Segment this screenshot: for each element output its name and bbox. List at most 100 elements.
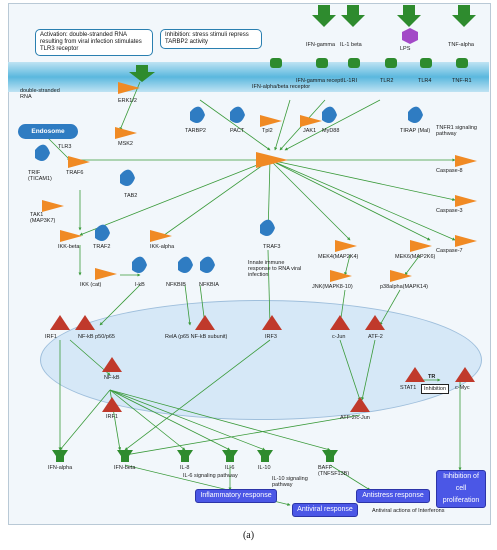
label-tlr3: TLR3 — [58, 144, 72, 150]
receptor-label-il1ri: IL-1RI — [342, 78, 357, 84]
edge-irf3-ifnb — [124, 339, 271, 451]
label-myd88: MyD88 — [322, 128, 340, 134]
label-ikkcat: IKK (cat) — [80, 282, 102, 288]
output-proliferation: Inhibition of cell proliferation — [436, 470, 486, 508]
label-mek4: MEK4(MAP2K4) — [318, 254, 359, 260]
output-inflammatory: Inflammatory response — [195, 489, 277, 503]
edge-hub-casp3 — [269, 159, 456, 202]
edge-nfkb-il6 — [109, 389, 231, 451]
ligand-ifng-arrow — [312, 5, 336, 27]
protein-glyphs — [35, 82, 477, 282]
edge-baff-antistress — [329, 464, 371, 491]
callout-activation: Activation: double-stranded RNA resultin… — [35, 29, 153, 56]
label-rela: RelA (p65 NF-kB subunit) — [165, 334, 228, 340]
label-cmyc: c-Myc — [455, 385, 470, 391]
glyph-casp3 — [455, 195, 477, 207]
endosome-label: Endosome — [18, 124, 78, 139]
ligand-tnfa-arrow — [452, 5, 476, 27]
label-tnfr1path: TNFR1 signaling pathway — [436, 125, 477, 137]
label-nfkbia: NFKBIA — [199, 282, 219, 288]
ligand-il1b-arrow — [341, 5, 365, 27]
edge-nfkb-ifna — [59, 389, 111, 451]
lps-glyph — [402, 28, 418, 44]
label-il8: IL-8 — [180, 465, 190, 471]
edges — [39, 81, 462, 506]
label-nfkbib: NFKBIB — [166, 282, 186, 288]
glyph-nfkbp50 — [75, 315, 95, 330]
ligand-label-tnfa: TNF-alpha — [448, 42, 474, 48]
label-trif: TRIF (TICAM1) — [28, 170, 52, 182]
figure-label: (a) — [242, 530, 255, 541]
ligand-label-il1b: IL-1 beta — [340, 42, 362, 48]
glyph-tpl2 — [260, 115, 282, 127]
receptor-label-ifnab: IFN-alpha/beta receptor — [252, 84, 311, 90]
glyph-nfkb — [102, 357, 122, 372]
label-atf2cjun: ATF-2/c-Jun — [340, 415, 370, 421]
glyph-traf6 — [68, 156, 90, 168]
label-antiviral-ifn: Antiviral actions of Interferons — [372, 508, 445, 514]
label-tak1: TAK1 (MAP3K7) — [30, 212, 56, 224]
label-traf6: TRAF6 — [66, 170, 84, 176]
label-tarbp2: TARBP2 — [185, 128, 206, 134]
label-ikb: I-kB — [135, 282, 145, 288]
receptor-tlr4 — [420, 58, 432, 68]
glyph-traf3 — [260, 219, 275, 237]
label-casp7: Caspase-7 — [436, 248, 463, 254]
edge-erk-msk2 — [119, 81, 141, 131]
label-tpl2: Tpl2 — [262, 128, 273, 134]
callout-inhibition: Inhibition: stress stimuli repress TARBP… — [160, 29, 262, 49]
glyph-myd88 — [322, 106, 337, 124]
glyph-baff — [322, 450, 338, 462]
ligand-label-lps: LPS — [400, 46, 411, 52]
edge-nfkb-baff — [109, 389, 331, 451]
glyph-ikkbeta — [60, 230, 82, 242]
edge-mek4-jnk — [344, 254, 351, 276]
label-casp3: Caspase-3 — [436, 208, 463, 214]
label-nfkbp50: NF-kB p50/p65 — [78, 334, 115, 340]
glyph-hub-kinase — [256, 152, 288, 168]
edge-ikb-nfkb — [99, 284, 141, 326]
label-ifnb: IFN-beta — [114, 465, 136, 471]
glyph-p38 — [390, 270, 412, 282]
glyph-msk2 — [115, 127, 137, 139]
glyph-il6 — [222, 450, 238, 462]
tf-glyphs — [50, 315, 475, 412]
edge-hub-ikkalpha — [159, 159, 271, 239]
ligand-lps-arrow — [397, 5, 421, 27]
label-msk2: MSK2 — [118, 141, 133, 147]
edge-atf2-atf2cjun — [361, 339, 376, 401]
edge-traf3-irf3 — [267, 249, 272, 326]
edge-mek6-p38 — [404, 254, 421, 276]
glyph-mek4 — [335, 240, 357, 252]
glyph-stat1 — [405, 367, 425, 382]
label-ifna: IFN-alpha — [48, 465, 73, 471]
label-ikkbeta: IKK-beta — [58, 244, 80, 250]
receptor-label-tnfr1: TNF-R1 — [452, 78, 472, 84]
label-inhibition: Inhibition — [421, 384, 450, 394]
receptor-ifng — [316, 58, 328, 68]
glyph-nfkbib — [178, 256, 193, 274]
label-irf1b: IRF1 — [106, 414, 118, 420]
edge-hub-casp7 — [269, 159, 456, 241]
glyph-jak1 — [300, 115, 322, 127]
glyph-tarbp2 — [190, 106, 205, 124]
glyph-ikb — [132, 256, 147, 274]
label-irf1: IRF1 — [45, 334, 57, 340]
label-erk: ERK1/2 — [118, 98, 137, 104]
label-p38: p38alpha(MAPK14) — [380, 284, 429, 290]
cell-membrane — [8, 62, 489, 92]
label-tirap: TIRAP (Mal) — [400, 128, 431, 134]
glyph-cmyc — [455, 367, 475, 382]
output-antiviral: Antiviral response — [292, 503, 358, 517]
glyph-rela — [195, 315, 215, 330]
edge-hub-mek6 — [269, 159, 431, 241]
receptor-label-tlr4: TLR4 — [418, 78, 432, 84]
label-tab2: TAB2 — [124, 193, 138, 199]
edge-nfkbib-rela — [184, 284, 192, 326]
edge-hub-mek4 — [269, 159, 351, 241]
glyph-irf1b — [102, 397, 122, 412]
receptor-label-tlr2: TLR2 — [380, 78, 394, 84]
edge-hub-ikkbeta — [79, 159, 271, 236]
edge-p38-atf2 — [379, 289, 401, 326]
